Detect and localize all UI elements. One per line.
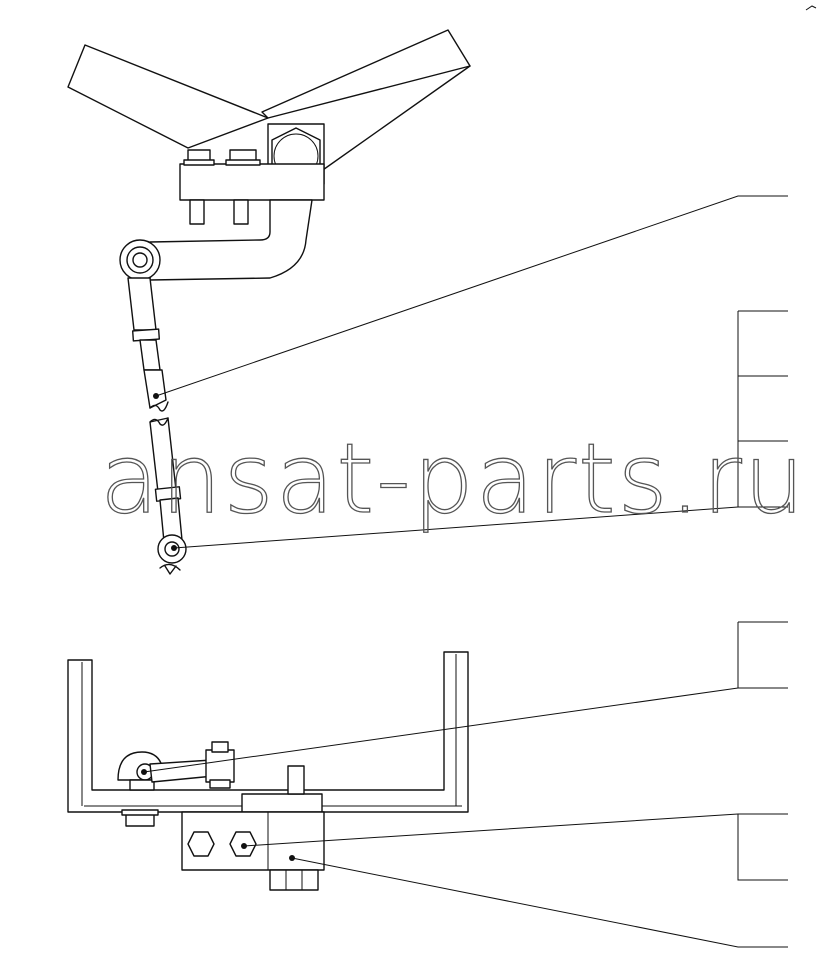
left-blade [67,44,269,149]
leader-3-dot [241,843,247,849]
leader-3 [243,813,788,847]
u-bracket [67,651,469,813]
box-5-4 [737,621,788,688]
leader-4-dot [141,769,147,775]
leader-10-dot [153,393,159,399]
link-clevis-nut-top [211,741,229,753]
right-blade [261,29,471,119]
rod-break-bottom [149,417,169,426]
top-nut-right-washer [225,159,261,166]
lower-nut [269,869,319,891]
rod-break-top [149,401,169,412]
rod-body [143,369,167,409]
leader-1-dot [289,855,295,861]
upper-assembly [67,29,471,575]
cotter-pin [159,563,181,575]
mount-block [179,163,325,201]
box-9-8-7-6 [737,310,788,507]
lower-nut-lines [285,870,303,890]
link-clevis [205,749,235,783]
lever-arm [149,199,313,281]
stud-left [189,199,205,225]
ball-stud-neck [129,779,155,791]
leader-1 [291,857,788,948]
rod-upper [127,277,157,331]
rod-nut-upper [131,328,161,342]
rod-sleeve [139,339,161,371]
vertical-post [287,765,305,795]
watermark-text: ansat-parts.ru [100,423,807,535]
box-3-2 [737,814,788,881]
under-bolt-washer [121,809,159,816]
hex-bolt-left [187,831,215,857]
base-plate [241,793,323,813]
leader-6-dot [171,545,177,551]
top-nut-left-washer [183,159,215,166]
lower-assembly [67,651,469,891]
right-blade-edge [319,65,471,173]
stud-right [233,199,249,225]
leader-lines [141,195,788,948]
eye-joint-inner [132,252,148,268]
link-clevis-nut-bottom [209,779,231,789]
leader-10 [155,195,788,397]
stray-mark [805,5,817,11]
